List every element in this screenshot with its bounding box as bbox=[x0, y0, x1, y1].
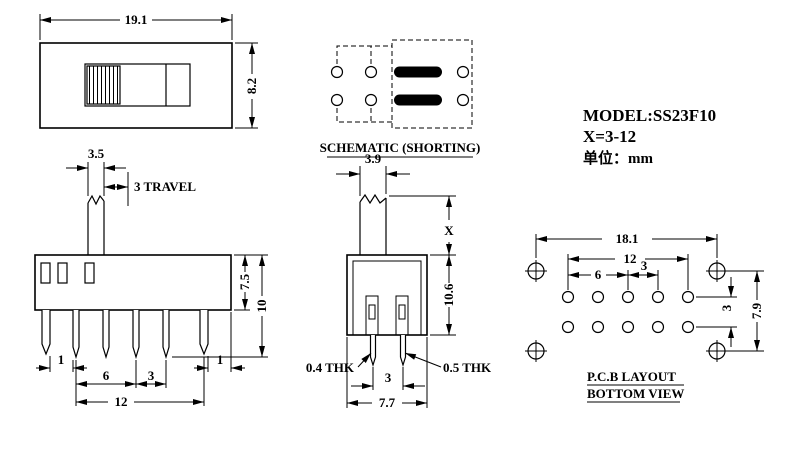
thickness-callouts: 0.4 THK 0.5 THK bbox=[306, 352, 492, 375]
dim-travel: 3 TRAVEL bbox=[104, 172, 196, 206]
dim-label-8-2: 8.2 bbox=[244, 78, 259, 94]
dim-label-7-5: 7.5 bbox=[237, 273, 252, 290]
side-actuator-break-line bbox=[359, 193, 387, 205]
dim-label-10: 10 bbox=[254, 300, 269, 313]
dim-label-1-left: 1 bbox=[58, 352, 65, 367]
dim-actuator-height: X bbox=[389, 195, 456, 256]
dim-label-row-pitch: 3 bbox=[719, 304, 734, 311]
dim-label-7-7: 7.7 bbox=[379, 395, 396, 410]
dim-label-pcb-12: 12 bbox=[624, 251, 637, 266]
title-block: MODEL:SS23F10 X=3-12 单位：mm bbox=[583, 106, 716, 167]
dim-front-total-height: 10 bbox=[172, 255, 269, 358]
top-view: 19.1 8.2 bbox=[39, 12, 259, 129]
side-view: 3.9 X 10.6 0.4 THK 0.5 THK bbox=[306, 151, 492, 410]
front-pins bbox=[41, 310, 209, 360]
x-range: X=3-12 bbox=[583, 127, 636, 146]
pcb-layout-view: 18.1 12 6 3 3 bbox=[525, 231, 764, 403]
slider-slot bbox=[84, 63, 191, 107]
dim-pcb-pitch: 6 3 bbox=[568, 258, 659, 290]
dim-knob-width: 3.5 bbox=[66, 146, 126, 196]
schematic-caption: SCHEMATIC (SHORTING) bbox=[320, 140, 481, 155]
front-view: 3.5 3 TRAVEL 7.5 10 bbox=[34, 146, 269, 409]
unit-note: 单位：mm bbox=[583, 149, 653, 167]
schematic-terminals bbox=[330, 65, 470, 107]
dim-pcb-span12: 12 bbox=[567, 251, 689, 290]
side-pins bbox=[369, 335, 407, 368]
shorting-bar-bottom bbox=[394, 94, 442, 106]
dim-label-7-9: 7.9 bbox=[749, 302, 764, 319]
pin-holes bbox=[561, 290, 695, 334]
dim-top-height: 8.2 bbox=[235, 42, 259, 129]
dim-pcb-row-pitch: 3 bbox=[696, 277, 737, 347]
dim-label-19-1: 19.1 bbox=[125, 12, 148, 27]
side-body-outline bbox=[346, 254, 428, 336]
dim-pcb-outer: 18.1 bbox=[535, 231, 718, 258]
mounting-holes bbox=[525, 260, 728, 362]
dim-front-bottom: 1 1 6 3 12 bbox=[36, 312, 245, 409]
shorting-bar-top bbox=[394, 66, 442, 78]
dim-label-3: 3 bbox=[148, 368, 155, 383]
dim-label-12: 12 bbox=[115, 394, 128, 409]
mount-leg-right bbox=[199, 310, 209, 356]
dim-label-3-5: 3.5 bbox=[88, 146, 105, 161]
dim-label-pcb-3: 3 bbox=[641, 258, 648, 273]
dim-label-pin-pitch: 3 bbox=[385, 370, 392, 385]
dim-label-18-1: 18.1 bbox=[616, 231, 639, 246]
dim-side-pin-pitch: 3 bbox=[351, 367, 425, 390]
dim-side-top-width: 3.9 bbox=[336, 151, 410, 196]
dim-pcb-row-span: 7.9 bbox=[728, 270, 764, 352]
thk-right-label: 0.5 THK bbox=[443, 360, 492, 375]
slider-knob bbox=[86, 65, 121, 105]
mount-leg-left bbox=[41, 310, 51, 356]
pcb-caption-line2: BOTTOM VIEW bbox=[587, 386, 684, 401]
model-number: MODEL:SS23F10 bbox=[583, 106, 716, 125]
actuator-break-line bbox=[87, 194, 105, 206]
moving-contact-outline bbox=[391, 39, 473, 129]
dim-label-travel: 3 TRAVEL bbox=[134, 179, 196, 194]
dim-side-body-height: 10.6 bbox=[430, 255, 456, 336]
thk-left-label: 0.4 THK bbox=[306, 360, 355, 375]
dim-label-pcb-6: 6 bbox=[595, 267, 602, 282]
front-windows bbox=[40, 262, 95, 284]
switch-body-outline bbox=[39, 42, 233, 129]
dim-top-width: 19.1 bbox=[39, 12, 233, 40]
dim-label-6: 6 bbox=[103, 368, 110, 383]
dim-label-10-6: 10.6 bbox=[441, 283, 456, 306]
schematic-view: SCHEMATIC (SHORTING) bbox=[320, 39, 481, 158]
pcb-caption-line1: P.C.B LAYOUT bbox=[587, 369, 676, 384]
dim-label-x: X bbox=[444, 223, 454, 238]
dim-label-3-9: 3.9 bbox=[365, 151, 382, 166]
dim-side-base-width: 7.7 bbox=[346, 337, 428, 410]
side-terminal-channels bbox=[365, 295, 409, 336]
dim-label-1-right: 1 bbox=[217, 352, 224, 367]
